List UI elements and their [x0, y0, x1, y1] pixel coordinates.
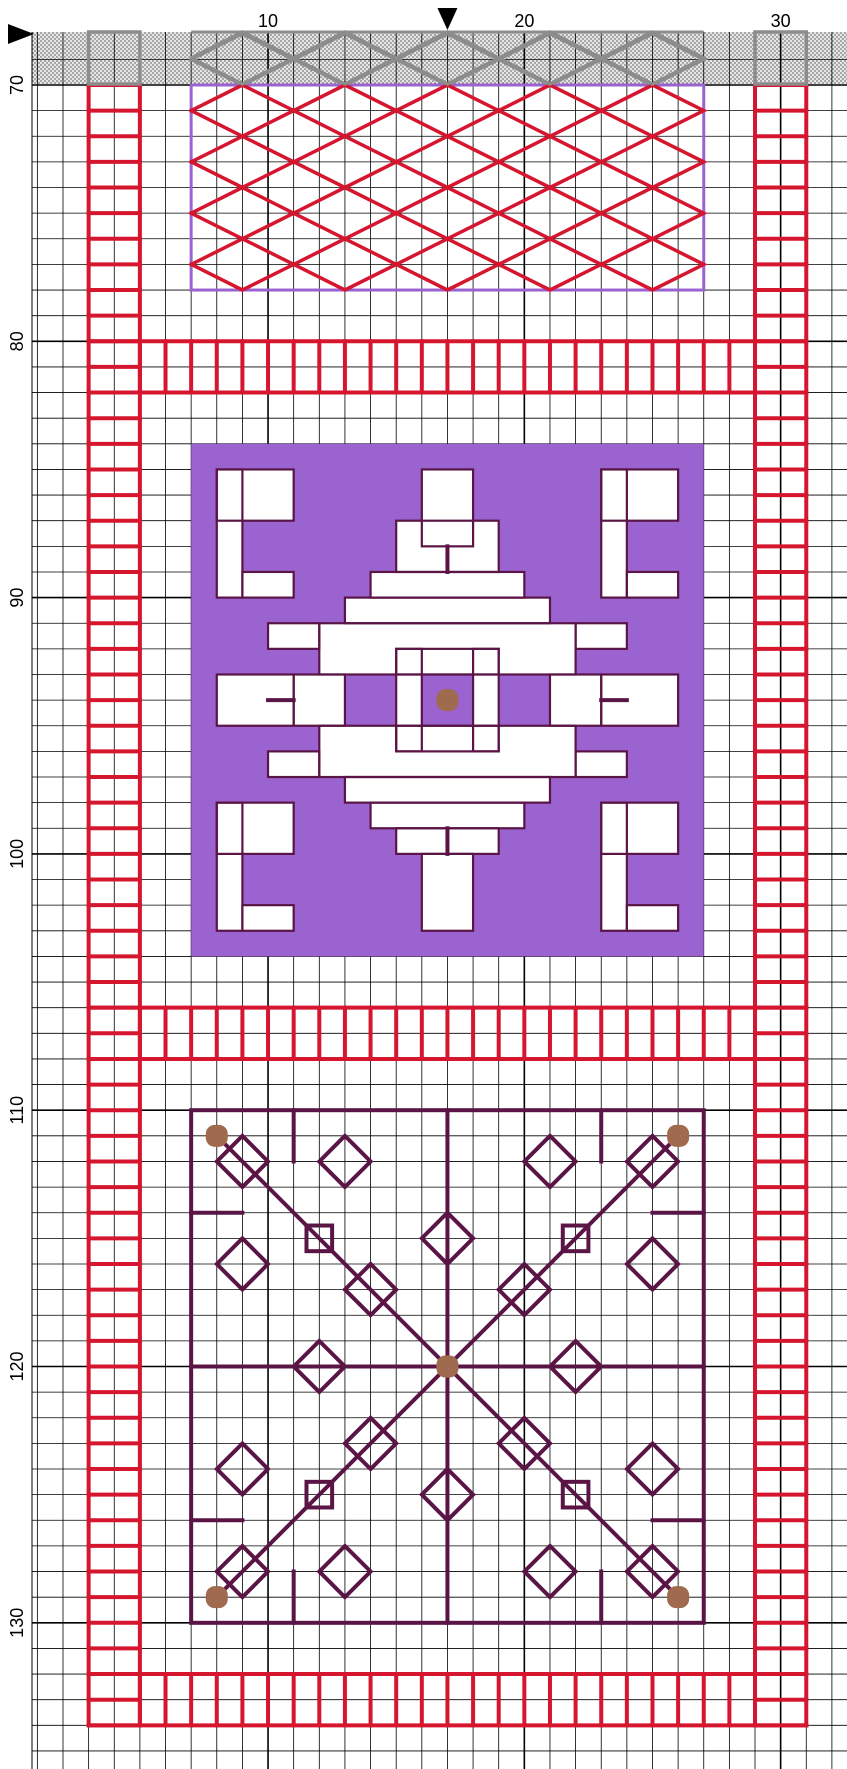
french-knot-dot: [436, 689, 458, 711]
motif-white-cell: [294, 674, 345, 725]
motif-white-cell: [601, 469, 627, 597]
motif-white-cell: [242, 572, 293, 598]
row-label-70: 70: [7, 75, 27, 95]
triangle-down-icon: [437, 8, 457, 30]
motif-white-cell: [422, 854, 473, 931]
french-knot-dot: [206, 1586, 228, 1608]
motif-white-cell: [601, 803, 627, 931]
row-label-130: 130: [7, 1608, 27, 1638]
motif-white-cell: [268, 751, 319, 777]
row-label-110: 110: [7, 1096, 27, 1125]
motif-white-cell: [576, 623, 627, 649]
motif-white-cell: [217, 469, 243, 597]
motif-white-cell: [550, 674, 601, 725]
col-label-30: 30: [771, 11, 791, 31]
motif-white-cell: [242, 905, 293, 931]
triangle-right-icon: [8, 24, 34, 44]
row-label-100: 100: [7, 839, 27, 869]
motif-white-cell: [268, 623, 319, 649]
col-label-20: 20: [514, 11, 534, 31]
col-label-10: 10: [258, 11, 278, 31]
french-knot-dot: [667, 1125, 689, 1147]
motif-white-cell: [473, 649, 499, 752]
french-knot-dot: [206, 1125, 228, 1147]
motif-white-cell: [371, 803, 525, 829]
row-label-80: 80: [7, 331, 27, 351]
motif-white-cell: [345, 777, 550, 803]
french-knot-dot: [667, 1586, 689, 1608]
row-label-90: 90: [7, 588, 27, 608]
column-labels: 10 20 30: [258, 11, 791, 31]
row-label-120: 120: [7, 1351, 27, 1381]
motif-white-cell: [371, 572, 525, 598]
motif-white-cell: [576, 751, 627, 777]
row-labels: 70 80 90 100 110 120 130: [7, 75, 27, 1638]
motif-white-cell: [345, 598, 550, 624]
motif-white-cell: [627, 572, 678, 598]
motif-white-cell: [217, 803, 243, 931]
top-ruler-band: [32, 32, 847, 84]
french-knot-dot: [436, 1356, 458, 1378]
motif-white-cell: [627, 905, 678, 931]
motif-white-cell: [396, 649, 422, 752]
